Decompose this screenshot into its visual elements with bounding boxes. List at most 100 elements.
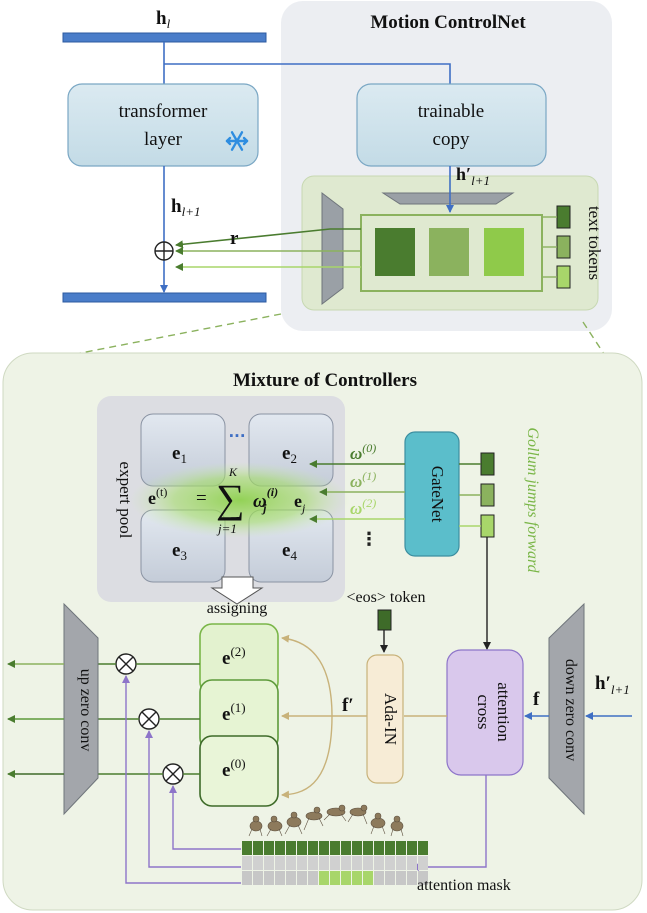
mask-cell bbox=[319, 841, 329, 855]
moc-title: Mixture of Controllers bbox=[233, 370, 417, 391]
text-tokens-label: text tokens bbox=[585, 206, 604, 280]
mask-cell bbox=[253, 841, 263, 855]
r-label: r bbox=[230, 228, 239, 249]
mask-cell bbox=[352, 856, 362, 870]
mask-cell bbox=[264, 856, 274, 870]
mask-cell bbox=[253, 871, 263, 885]
mask-cell bbox=[308, 856, 318, 870]
mask-cell bbox=[374, 871, 384, 885]
down-zero-conv-shape bbox=[548, 602, 585, 816]
assigning-label: assigning bbox=[207, 600, 267, 617]
expert-e1-label: e1 bbox=[172, 443, 187, 466]
mask-cell bbox=[242, 841, 252, 855]
trainable-label-2: copy bbox=[433, 129, 470, 150]
controlnet-expert-2 bbox=[429, 228, 469, 276]
snowflake-icon bbox=[225, 131, 249, 151]
down-zero-conv-label: down zero conv bbox=[562, 659, 579, 761]
gatenet-box bbox=[404, 431, 460, 557]
up-proj-trapezoid bbox=[321, 191, 344, 306]
mask-cell bbox=[341, 856, 351, 870]
gate-token-light bbox=[480, 514, 495, 538]
hprime-input-label: h′l+1 bbox=[595, 673, 630, 697]
mask-cell bbox=[363, 841, 373, 855]
eos-token-square bbox=[377, 609, 392, 631]
expert-e3-label: e3 bbox=[172, 540, 187, 563]
mask-cell bbox=[253, 856, 263, 870]
adain-branch-arc bbox=[281, 634, 333, 717]
stack-expert-0 bbox=[199, 735, 279, 807]
up-zero-conv-shape bbox=[63, 602, 99, 816]
controlnet-expert-3 bbox=[484, 228, 524, 276]
mask-cell bbox=[275, 856, 285, 870]
mask-cell bbox=[286, 871, 296, 885]
mask-cell bbox=[352, 841, 362, 855]
mask-cell bbox=[385, 871, 395, 885]
h-l1-label: hl+1 bbox=[171, 196, 200, 219]
weight-more: ⋮ bbox=[360, 529, 378, 550]
attention-mask-grid bbox=[242, 841, 428, 885]
formula-sum-bot: j=1 bbox=[216, 521, 237, 536]
caption-text: Gollum jumps forward bbox=[524, 427, 541, 573]
down-proj-trapezoid bbox=[381, 192, 515, 205]
mask-cell bbox=[374, 856, 384, 870]
mask-cell bbox=[330, 871, 340, 885]
mask-to-mult-0 bbox=[169, 785, 241, 850]
mask-cell bbox=[319, 871, 329, 885]
gate-token-dark bbox=[480, 452, 495, 476]
mask-cell bbox=[352, 871, 362, 885]
cross-attention-label-1: cross bbox=[474, 695, 493, 730]
mask-cell bbox=[385, 856, 395, 870]
mask-to-mult-2 bbox=[122, 675, 241, 884]
mask-cell bbox=[341, 841, 351, 855]
up-zero-conv-label: up zero conv bbox=[77, 669, 94, 752]
formula-sum-top: K bbox=[228, 465, 238, 479]
h-l-label: hl bbox=[156, 8, 171, 31]
connector-branch bbox=[164, 63, 451, 84]
layer-bar-top bbox=[62, 32, 267, 43]
expert-e2-label: e2 bbox=[282, 443, 297, 466]
mask-cell bbox=[407, 856, 417, 870]
mask-cell bbox=[407, 841, 417, 855]
mask-cell bbox=[396, 871, 406, 885]
h-prime-label: h′l+1 bbox=[456, 164, 490, 188]
mask-cell bbox=[264, 871, 274, 885]
mask-cell bbox=[264, 841, 274, 855]
mask-cell bbox=[396, 856, 406, 870]
controlnet-expert-frame bbox=[360, 214, 543, 292]
mask-cell bbox=[330, 856, 340, 870]
mask-cell bbox=[363, 856, 373, 870]
mask-cell bbox=[242, 871, 252, 885]
formula-omega: ω(i)j bbox=[253, 485, 278, 515]
expert-pool-label: expert pool bbox=[116, 462, 135, 539]
expert-dots: ··· bbox=[228, 427, 245, 445]
mask-cell bbox=[242, 856, 252, 870]
transformer-label-2: layer bbox=[144, 129, 183, 150]
cross-attention-label-2: attention bbox=[494, 682, 513, 742]
ada-in-label: Ada-IN bbox=[381, 693, 400, 745]
mask-cell bbox=[418, 871, 428, 885]
gatenet-label: GateNet bbox=[428, 466, 447, 523]
weight-label-2: ω(2) bbox=[350, 496, 376, 518]
stack-expert-2-label: e(2) bbox=[222, 644, 246, 669]
trainable-copy-box bbox=[356, 83, 547, 167]
mask-cell bbox=[330, 841, 340, 855]
multiply-icon-2 bbox=[115, 653, 137, 675]
weight-label-1: ω(1) bbox=[350, 469, 376, 491]
assigning-arrow-icon bbox=[210, 576, 264, 605]
ada-in-box bbox=[366, 654, 404, 784]
mask-cell bbox=[297, 871, 307, 885]
mask-to-mult-1 bbox=[145, 730, 241, 868]
stack-expert-1-label: e(1) bbox=[222, 700, 246, 725]
mask-cell bbox=[319, 856, 329, 870]
formula-eq: = bbox=[196, 488, 207, 509]
formula-lhs: e(t) bbox=[148, 485, 167, 508]
formula-glow bbox=[130, 462, 350, 538]
zoom-line-right bbox=[582, 321, 607, 358]
mask-cell bbox=[308, 871, 318, 885]
cross-to-mask bbox=[411, 775, 487, 871]
mask-cell bbox=[308, 841, 318, 855]
mask-cell bbox=[418, 856, 428, 870]
token-dark bbox=[556, 205, 571, 229]
gollum-frames bbox=[248, 804, 404, 837]
